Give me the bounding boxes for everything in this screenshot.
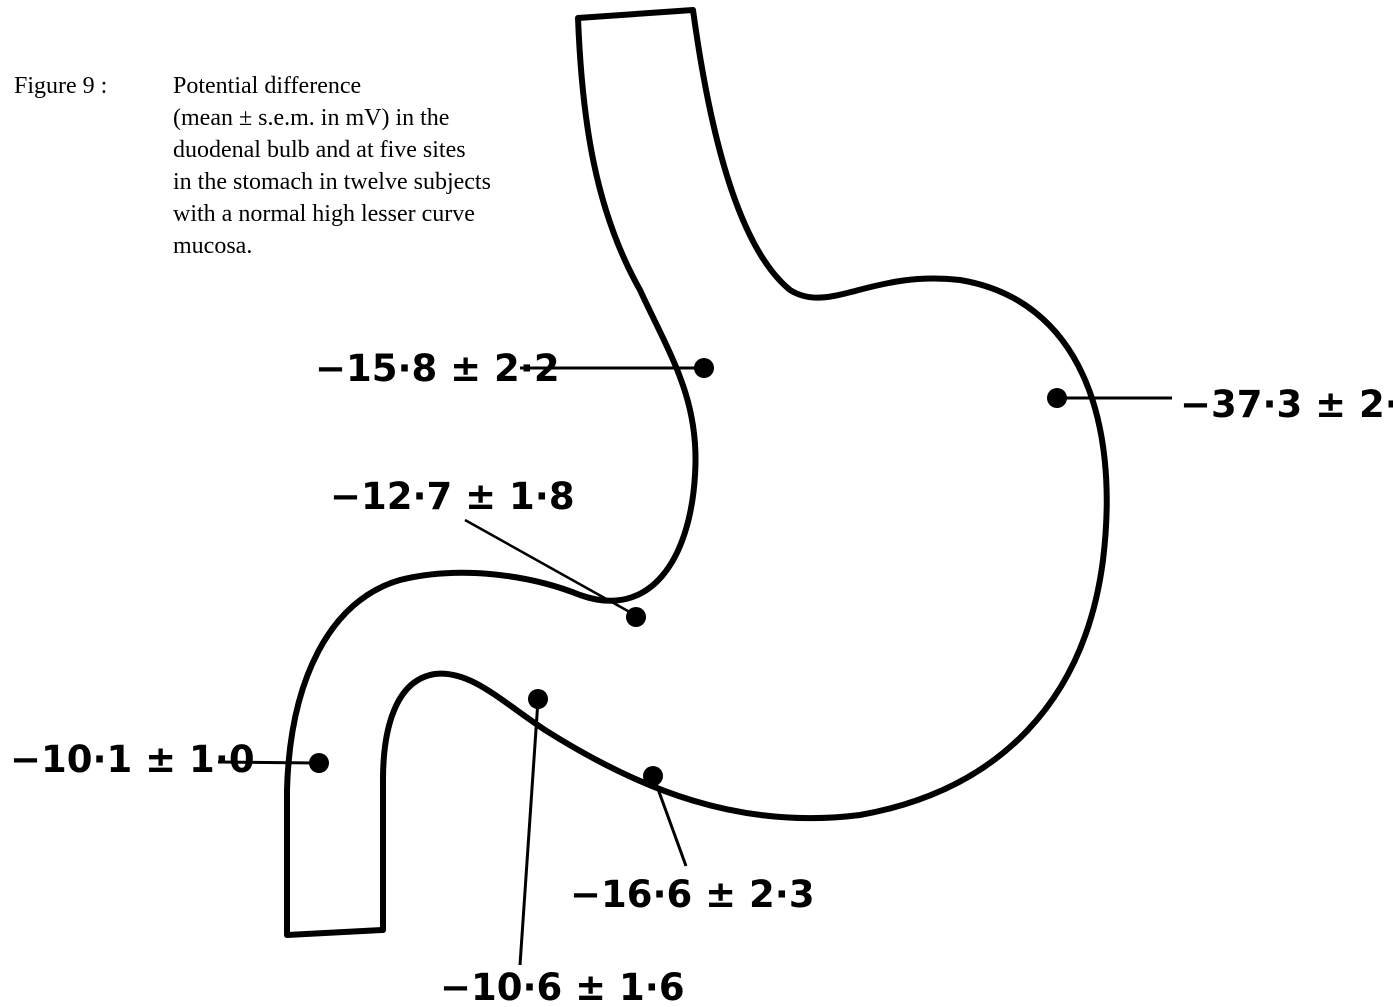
leader-line-site-6 [520, 700, 538, 965]
site-label-1: −15·8 ± 2·2 [315, 347, 560, 390]
site-marker-4 [309, 753, 329, 773]
site-label-5: −16·6 ± 2·3 [570, 873, 815, 916]
site-marker-6 [528, 689, 548, 709]
site-label-2: −37·3 ± 2·0 [1180, 383, 1393, 426]
site-label-4: −10·1 ± 1·0 [10, 738, 255, 781]
leader-line-site-3 [465, 520, 635, 615]
stomach-outline [287, 10, 1107, 935]
site-marker-3 [626, 607, 646, 627]
site-marker-2 [1047, 388, 1067, 408]
site-marker-5 [643, 766, 663, 786]
site-marker-1 [694, 358, 714, 378]
site-label-6: −10·6 ± 1·6 [440, 966, 685, 1007]
site-label-3: −12·7 ± 1·8 [330, 475, 575, 518]
